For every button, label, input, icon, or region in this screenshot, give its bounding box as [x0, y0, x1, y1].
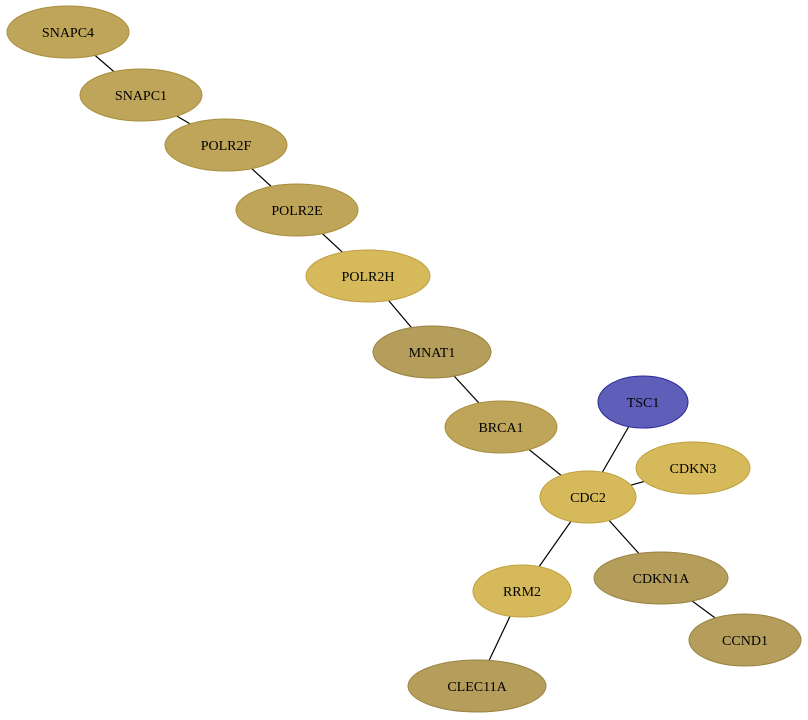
node-label: POLR2E — [271, 204, 322, 219]
node-label: CDKN3 — [670, 462, 717, 477]
node-label: MNAT1 — [409, 346, 456, 361]
node-cdkn1a[interactable]: CDKN1A — [593, 551, 729, 605]
node-shape[interactable] — [688, 613, 802, 667]
node-shape[interactable] — [597, 375, 689, 429]
node-ccnd1[interactable]: CCND1 — [688, 613, 802, 667]
node-shape[interactable] — [539, 470, 637, 524]
node-rrm2[interactable]: RRM2 — [472, 564, 572, 618]
node-shape[interactable] — [164, 118, 288, 172]
node-label: CCND1 — [722, 634, 768, 649]
node-shape[interactable] — [593, 551, 729, 605]
node-polr2e[interactable]: POLR2E — [235, 183, 359, 237]
node-label: SNAPC4 — [42, 26, 94, 41]
node-label: CLEC11A — [447, 680, 507, 695]
node-label: POLR2H — [342, 270, 395, 285]
node-polr2f[interactable]: POLR2F — [164, 118, 288, 172]
node-mnat1[interactable]: MNAT1 — [372, 325, 492, 379]
node-snapc4[interactable]: SNAPC4 — [6, 5, 130, 59]
node-label: POLR2F — [201, 139, 252, 154]
node-snapc1[interactable]: SNAPC1 — [79, 68, 203, 122]
node-shape[interactable] — [235, 183, 359, 237]
node-label: BRCA1 — [478, 421, 523, 436]
node-shape[interactable] — [6, 5, 130, 59]
node-brca1[interactable]: BRCA1 — [444, 400, 558, 454]
node-tsc1[interactable]: TSC1 — [597, 375, 689, 429]
node-shape[interactable] — [635, 441, 751, 495]
node-shape[interactable] — [79, 68, 203, 122]
node-shape[interactable] — [407, 659, 547, 713]
node-cdkn3[interactable]: CDKN3 — [635, 441, 751, 495]
node-cdc2[interactable]: CDC2 — [539, 470, 637, 524]
node-shape[interactable] — [372, 325, 492, 379]
node-label: RRM2 — [503, 585, 541, 600]
node-clec11a[interactable]: CLEC11A — [407, 659, 547, 713]
node-shape[interactable] — [472, 564, 572, 618]
node-label: CDKN1A — [633, 572, 691, 587]
node-shape[interactable] — [444, 400, 558, 454]
node-shape[interactable] — [305, 249, 431, 303]
node-polr2h[interactable]: POLR2H — [305, 249, 431, 303]
node-label: CDC2 — [570, 491, 606, 506]
node-label: SNAPC1 — [115, 89, 167, 104]
node-label: TSC1 — [627, 396, 660, 411]
